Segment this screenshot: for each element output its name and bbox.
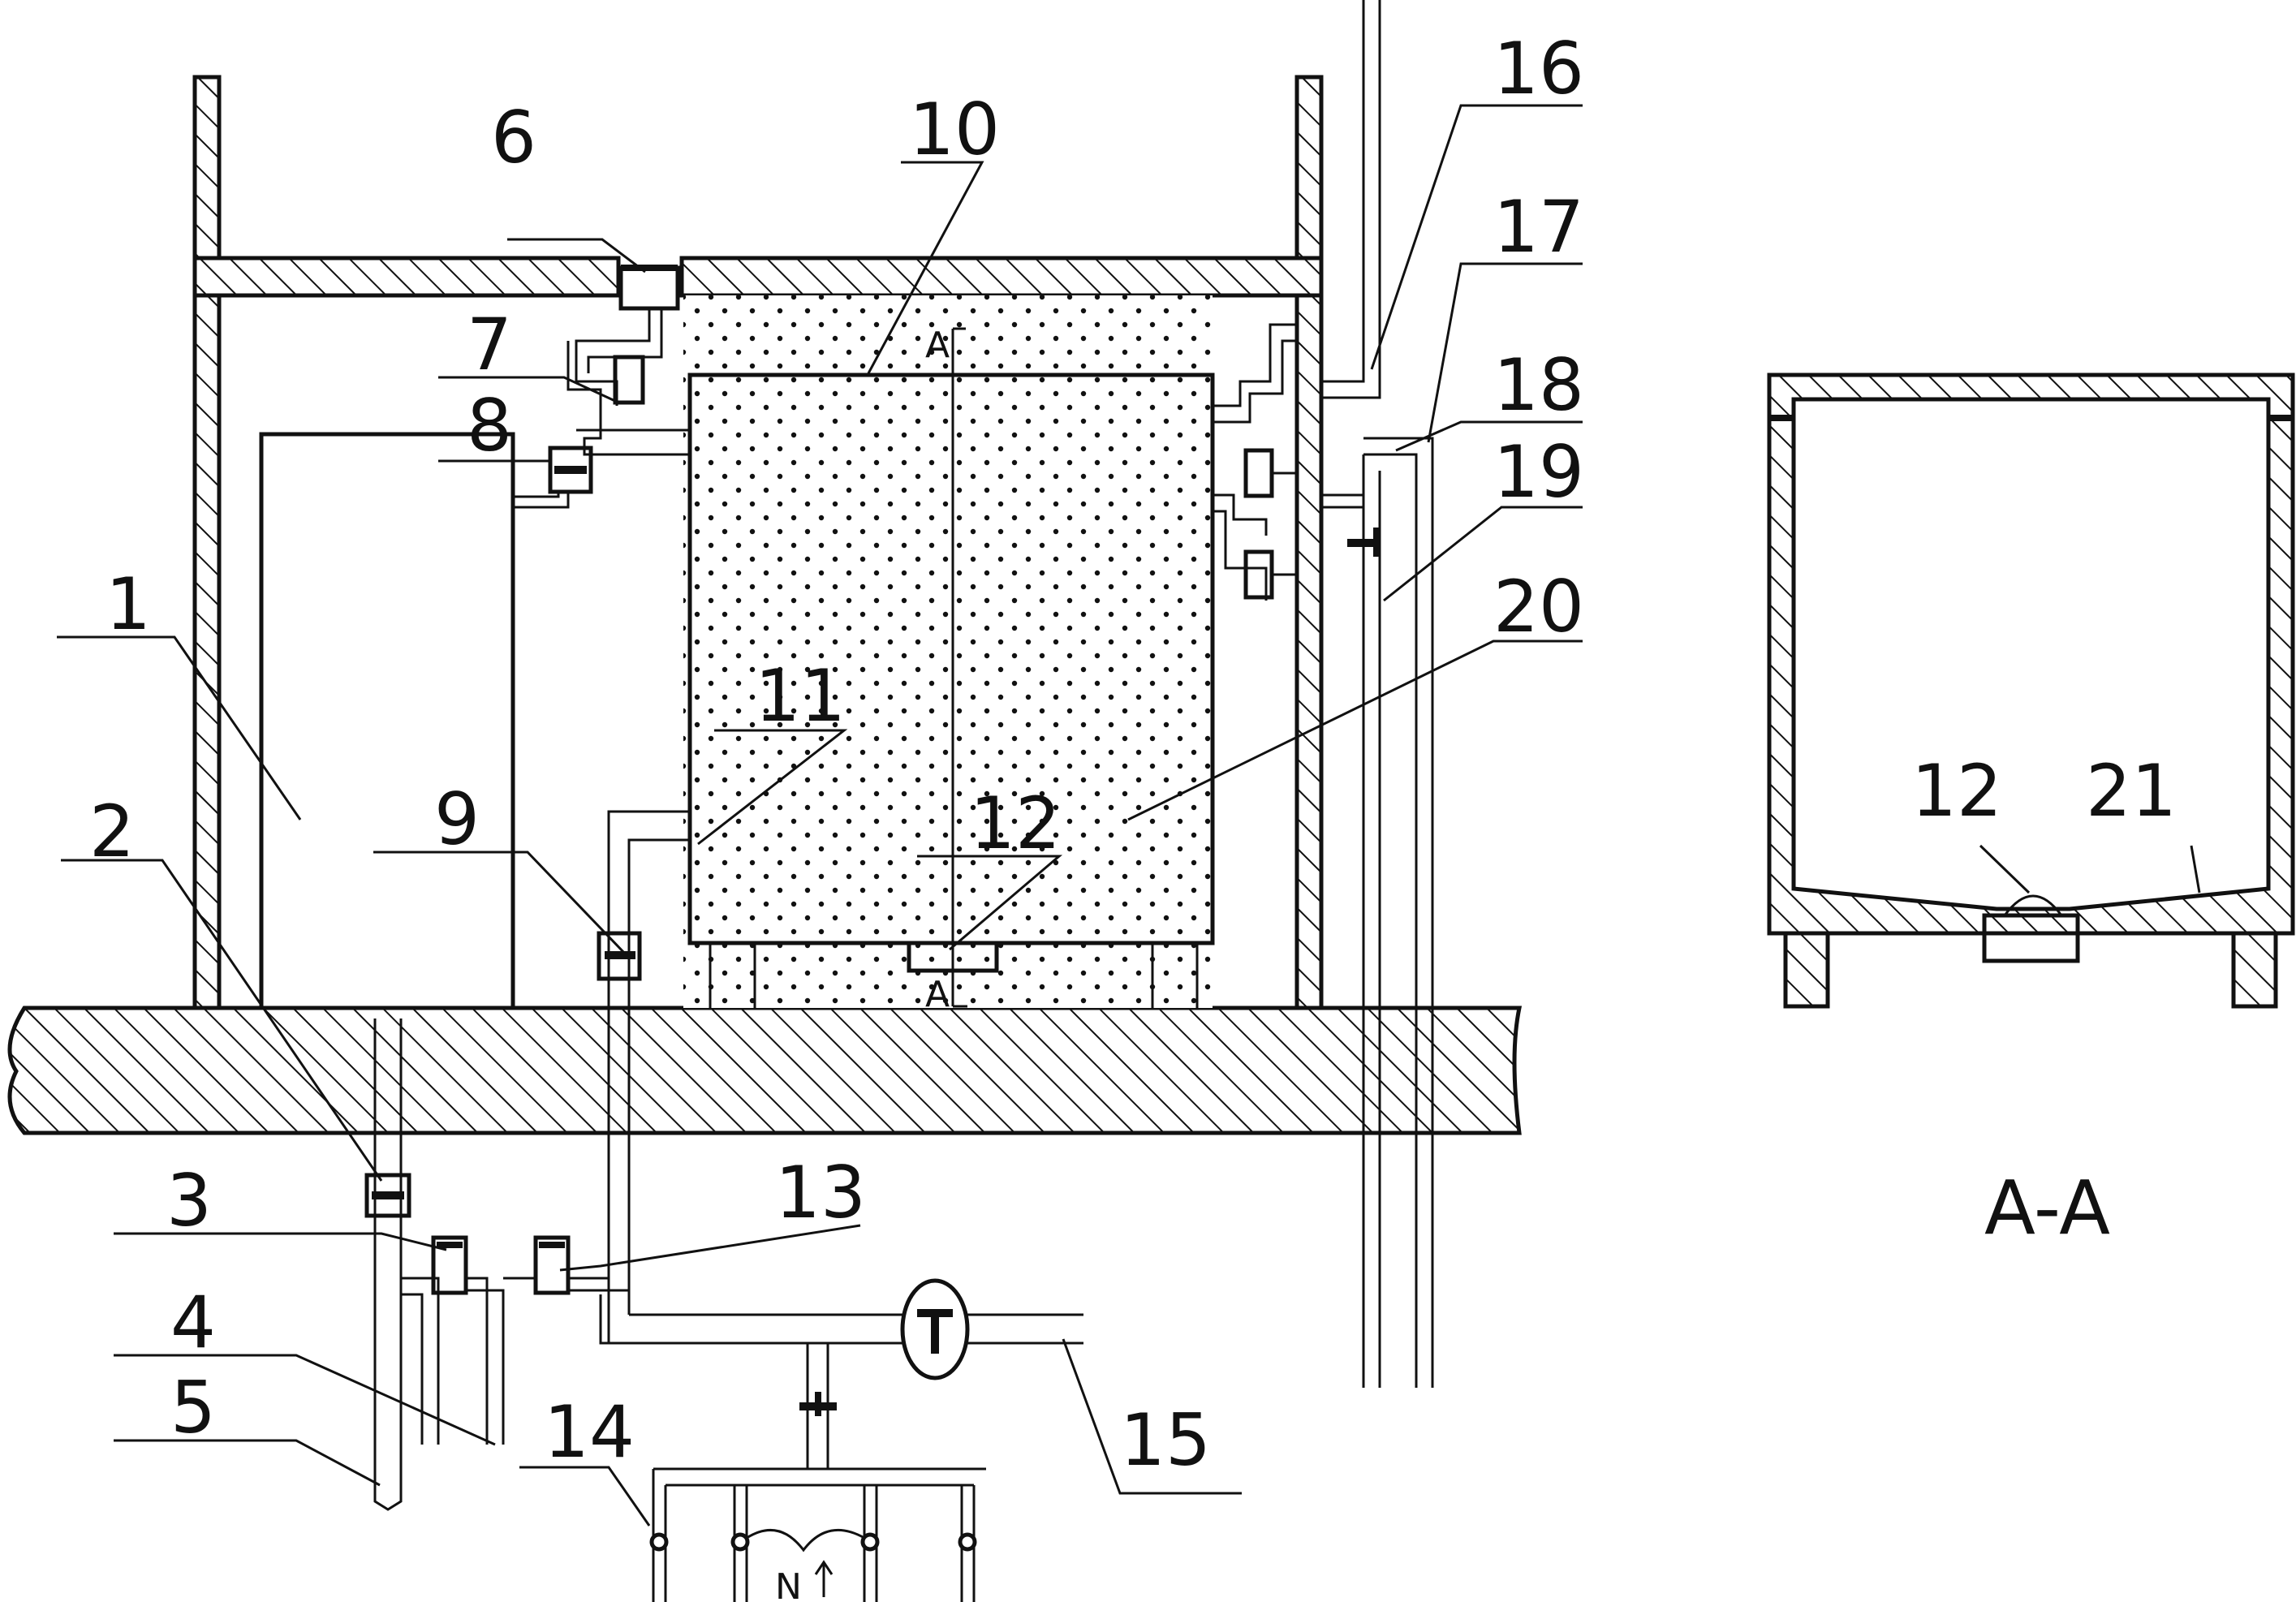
pipe-16 [1321, 0, 1381, 399]
label-12: 12 [970, 782, 1061, 865]
label-15: 15 [1120, 1398, 1211, 1482]
section-aa-title: A-A [1984, 1165, 2110, 1251]
label-9: 9 [434, 777, 480, 861]
chamber-supports [709, 943, 1199, 1008]
section-aa-leaders [1979, 844, 2201, 894]
pipe-7-to-chamber [566, 341, 690, 456]
pipe-17-branch [1321, 493, 1363, 509]
pipe-8-to-cabinet [513, 492, 570, 509]
manifold-wave [746, 1528, 865, 1552]
cylinder-valves [649, 1532, 977, 1552]
pipe-18-19 [1362, 437, 1434, 1388]
valve-9 [597, 931, 642, 981]
pipe-right-lower [1213, 472, 1297, 601]
pipe-13-line [503, 1277, 629, 1292]
section-mark-top: A [925, 325, 950, 366]
section-aa-drain-12 [1982, 913, 2080, 963]
device-6-plate [621, 265, 678, 271]
label-5: 5 [170, 1366, 216, 1449]
dotted-fill-zone [683, 295, 1213, 1008]
valve-2-bar [372, 1191, 404, 1199]
valve-right-1 [1243, 448, 1274, 498]
section-mark-bottom: A [925, 974, 950, 1015]
ceiling-slab-left [192, 256, 621, 298]
label-8: 8 [467, 384, 512, 467]
label-6: 6 [491, 96, 536, 179]
valve-13 [533, 1235, 571, 1295]
section-aa-label-12: 12 [1911, 749, 2002, 833]
valve-17-stem [1373, 528, 1380, 557]
valve-3-bar [437, 1242, 463, 1248]
label-4: 4 [170, 1281, 216, 1364]
label-14: 14 [544, 1390, 635, 1474]
pipe-4 [466, 1277, 505, 1445]
label-7: 7 [467, 303, 512, 386]
device-6 [618, 265, 680, 311]
valve-17 [1347, 539, 1380, 547]
label-19: 19 [1493, 430, 1584, 514]
label-10: 10 [909, 88, 1000, 171]
pipe-11 [607, 810, 690, 1343]
valve-right-2 [1243, 549, 1274, 600]
label-18: 18 [1493, 343, 1584, 427]
pipe-5 [373, 1018, 403, 1511]
section-aa-foot-right [2231, 931, 2278, 1009]
valve-3 [431, 1235, 468, 1295]
leader-lines [57, 104, 1583, 1527]
pipe-right-upper [1213, 323, 1297, 424]
label-2: 2 [89, 790, 135, 873]
left-wall [192, 75, 222, 1010]
label-11: 11 [755, 654, 846, 738]
label-13: 13 [775, 1151, 866, 1234]
nitrogen-arrow [814, 1560, 834, 1597]
valve-8 [548, 446, 593, 494]
label-17: 17 [1493, 185, 1584, 269]
section-aa-label-21: 21 [2086, 749, 2177, 833]
ceiling-slab-right [679, 256, 1324, 298]
label-20: 20 [1493, 565, 1584, 648]
floor-slab [7, 1006, 1523, 1135]
section-aa-body [1767, 373, 2295, 936]
right-wall [1294, 75, 1324, 1010]
section-aa-foot-left [1783, 931, 1830, 1009]
section-aa-seal-left [1769, 415, 1794, 421]
section-aa-inner-bottom [1793, 887, 2269, 911]
gauge-15-t [917, 1309, 953, 1354]
cabinet-1 [259, 432, 515, 1010]
valve-7 [613, 355, 645, 405]
label-3: 3 [166, 1159, 212, 1242]
pipe-15 [599, 1294, 1083, 1345]
valve-9-bar [605, 951, 635, 959]
valve-13-bar [539, 1242, 565, 1248]
section-mark-top-arrow [951, 327, 966, 345]
nitrogen-label: N [775, 1566, 802, 1602]
valve-2 [364, 1173, 411, 1218]
pipe-3-branch [401, 1277, 440, 1445]
section-aa-seal-right [2268, 415, 2293, 421]
valve-8-bar [554, 466, 587, 474]
section-aa-drain-cap [2003, 894, 2063, 916]
label-1: 1 [106, 562, 151, 646]
valve-nitrogen-stem [815, 1392, 821, 1416]
label-16: 16 [1493, 27, 1584, 110]
